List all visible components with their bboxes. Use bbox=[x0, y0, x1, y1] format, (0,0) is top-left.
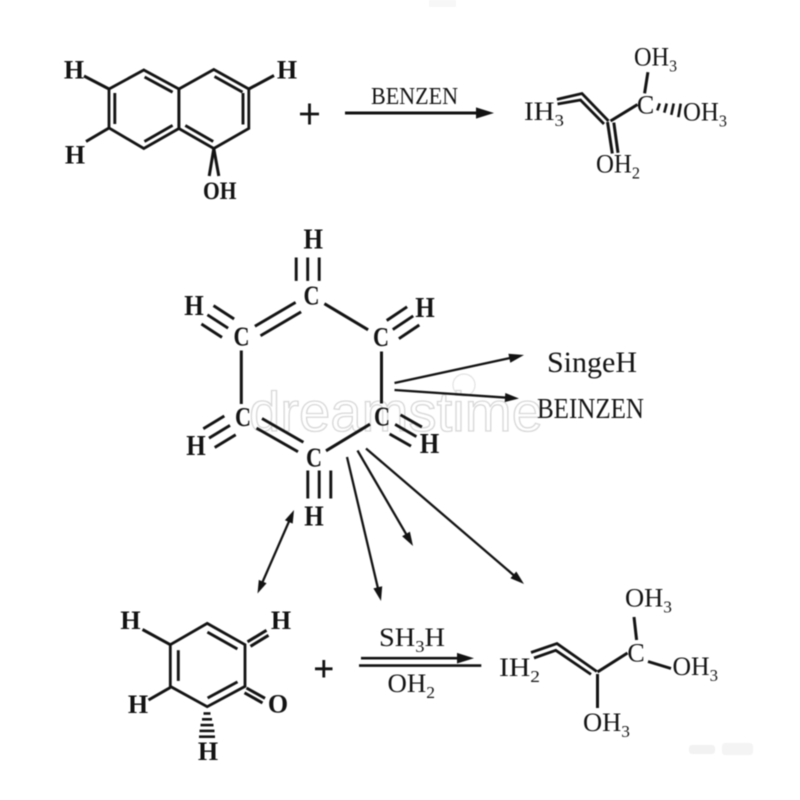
svg-text:C: C bbox=[637, 91, 654, 120]
svg-text:H: H bbox=[277, 56, 297, 85]
svg-text:H: H bbox=[184, 291, 204, 322]
svg-text:IH2: IH2 bbox=[499, 653, 540, 686]
svg-text:H: H bbox=[304, 502, 324, 533]
svg-text:C: C bbox=[304, 280, 320, 310]
svg-text:OH2: OH2 bbox=[388, 669, 436, 702]
svg-text:OH3: OH3 bbox=[634, 43, 677, 76]
svg-text:C: C bbox=[235, 402, 251, 432]
svg-text:BENZEN: BENZEN bbox=[371, 84, 458, 110]
svg-text:H: H bbox=[120, 606, 140, 635]
svg-text:H: H bbox=[420, 429, 440, 460]
svg-text:H: H bbox=[271, 606, 291, 635]
svg-text:OH2: OH2 bbox=[596, 150, 640, 183]
svg-text:H: H bbox=[415, 293, 435, 324]
svg-text:H: H bbox=[65, 141, 85, 170]
svg-text:C: C bbox=[627, 639, 644, 668]
svg-text:OH3: OH3 bbox=[583, 708, 630, 741]
svg-text:C: C bbox=[373, 322, 389, 352]
svg-text:C: C bbox=[306, 442, 322, 472]
svg-text:OH: OH bbox=[203, 178, 237, 205]
svg-text:O: O bbox=[268, 690, 288, 719]
svg-text:H: H bbox=[64, 56, 84, 85]
svg-text:C: C bbox=[374, 401, 390, 431]
svg-text:OH3: OH3 bbox=[683, 98, 727, 131]
svg-text:H: H bbox=[303, 225, 323, 256]
svg-text:H: H bbox=[128, 690, 148, 719]
svg-text:H: H bbox=[198, 737, 218, 766]
svg-text:H: H bbox=[186, 431, 206, 462]
svg-text:BEINZEN: BEINZEN bbox=[537, 394, 644, 425]
svg-text:IH3: IH3 bbox=[524, 97, 564, 130]
svg-text:OH3: OH3 bbox=[673, 652, 719, 685]
svg-text:C: C bbox=[234, 321, 250, 351]
svg-text:OH3: OH3 bbox=[625, 584, 672, 617]
svg-text:SingeH: SingeH bbox=[547, 346, 637, 379]
